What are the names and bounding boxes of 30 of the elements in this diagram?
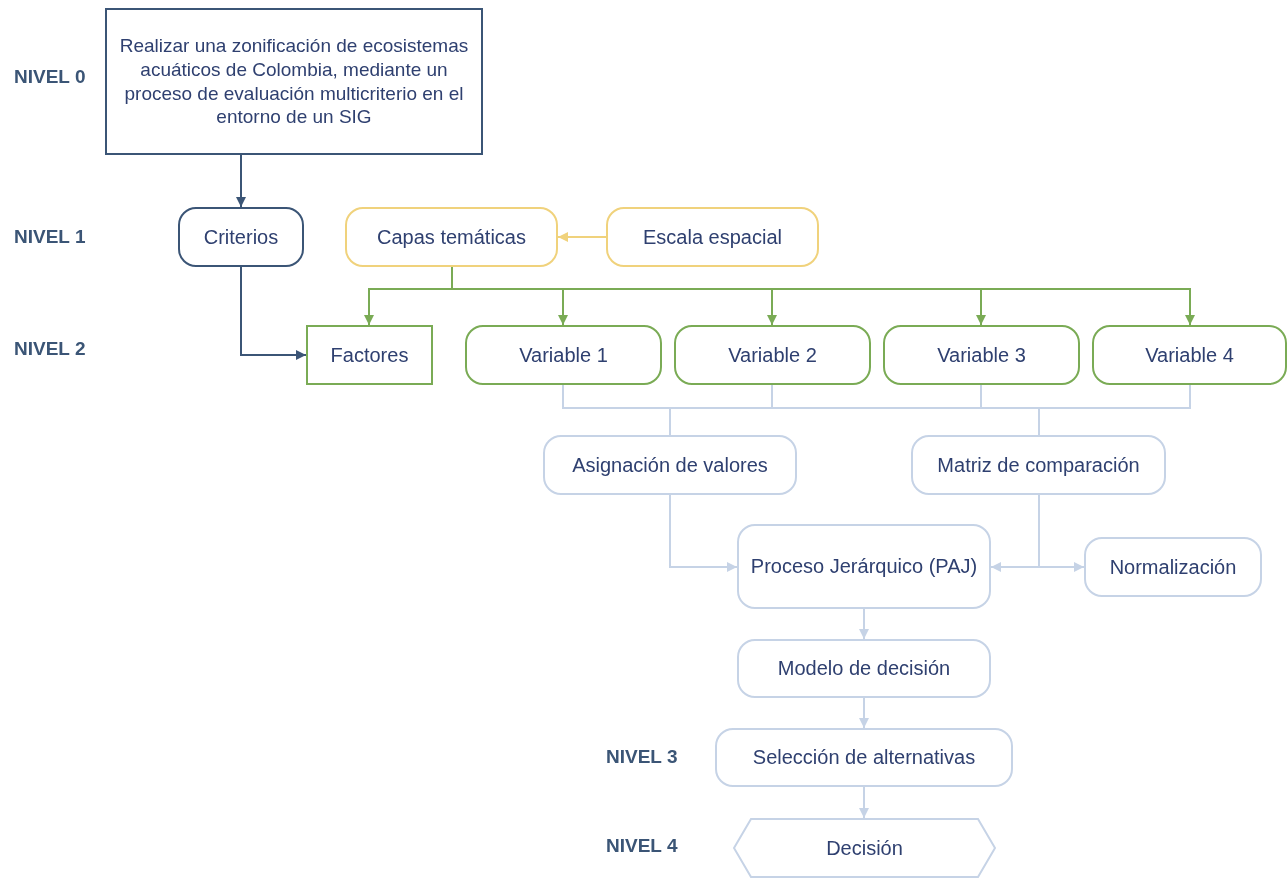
process-box: Variable 4	[1092, 325, 1287, 385]
arrow	[236, 154, 246, 208]
arrow	[669, 494, 738, 572]
process-box: Variable 3	[883, 325, 1080, 385]
process-box: Variable 1	[465, 325, 662, 385]
process-box: Modelo de decisión	[737, 639, 991, 698]
arrow	[859, 786, 869, 819]
process-box: Variable 2	[674, 325, 871, 385]
process-box: Matriz de comparación	[911, 435, 1166, 495]
process-box: Selección de alternativas	[715, 728, 1013, 787]
layer-box: Capas temáticas	[345, 207, 558, 267]
criteria-box: Criterios	[178, 207, 304, 267]
process-box: Proceso Jerárquico (PAJ)	[737, 524, 991, 609]
arrow	[240, 266, 307, 360]
level-label: NIVEL 3	[606, 746, 678, 768]
scale-box: Escala espacial	[606, 207, 819, 267]
objective-box: Realizar una zonificación de ecosistemas acuáticos de Colombia, mediante un proceso de evaluación multicriterio en el entorno de un SIG	[105, 8, 483, 155]
level-label: NIVEL 2	[14, 338, 86, 360]
arrow	[859, 697, 869, 729]
decision-hexagon: Decisión	[733, 818, 996, 878]
level-label: NIVEL 4	[606, 835, 678, 857]
arrow	[1038, 494, 1085, 572]
process-box: Normalización	[1084, 537, 1262, 597]
level-label: NIVEL 1	[14, 226, 86, 248]
arrow	[557, 232, 607, 242]
process-box: Asignación de valores	[543, 435, 797, 495]
level-label: NIVEL 0	[14, 66, 86, 88]
arrow	[859, 608, 869, 640]
factor-box: Factores	[306, 325, 433, 385]
connector-line	[1038, 384, 1191, 436]
